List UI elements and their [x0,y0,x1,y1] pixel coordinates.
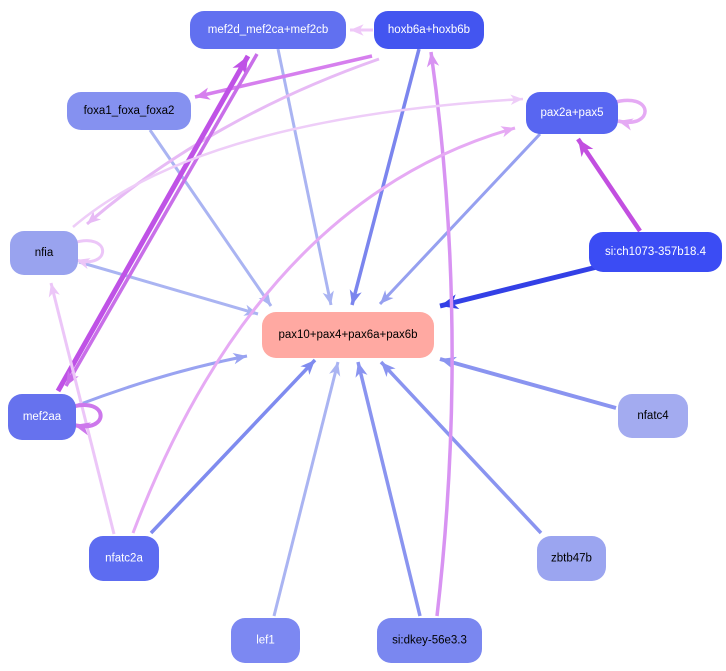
node-shape-center[interactable] [262,312,434,358]
node-shape-sidkey[interactable] [377,618,482,663]
edge-line [64,53,259,387]
node-mef2aa[interactable]: mef2aa [8,394,76,440]
edge-line [350,48,421,306]
edge-line [49,282,116,535]
edge-arrowhead [232,56,248,76]
node-zbtb47b[interactable]: zbtb47b [537,536,606,581]
edge-lef1-to-center [272,361,341,617]
edge-line [276,48,333,306]
node-hoxb6a[interactable]: hoxb6a+hoxb6b [374,11,484,49]
node-shape-mef2d[interactable] [190,11,346,49]
edge-arrowhead [258,291,271,306]
edge-arrowhead [300,360,315,375]
edge-mef2aa-to-mef2d [55,54,251,393]
self-loop-pax2a [611,98,647,131]
edge-line [86,57,380,226]
node-shape-lef1[interactable] [231,618,300,663]
edge-arrowhead [578,139,594,157]
node-shape-foxa1[interactable] [67,92,191,130]
edge-nfatc2a-to-nfia [48,282,116,535]
node-nfatc2a[interactable]: nfatc2a [89,536,159,581]
edge-arrowhead [48,283,60,298]
edge-nfatc2a-to-center [149,358,317,535]
edge-line [77,354,248,407]
node-sich1073[interactable]: si:ch1073-357b18.4 [589,232,722,272]
edge-line [55,54,251,393]
edge-line [149,358,317,535]
node-shape-sich1073[interactable] [589,232,722,272]
edge-line [439,357,617,410]
node-shape-hoxb6a[interactable] [374,11,484,49]
edge-arrowhead [500,126,515,138]
edge-hoxb6a-to-foxa1 [194,54,373,100]
edge-line [78,260,259,316]
edge-arrowhead [618,118,634,131]
edge-line [272,361,340,617]
node-sidkey[interactable]: si:dkey-56e3.3 [377,618,482,663]
edge-arrowhead [349,289,362,305]
node-lef1[interactable]: lef1 [231,618,300,663]
edge-line [379,360,543,535]
edge-arrowhead [66,370,79,386]
edge-arrowhead [87,210,102,224]
edge-line [378,132,542,306]
node-shape-nfia[interactable] [10,231,78,275]
edge-arrowhead [76,258,91,270]
edge-line [131,126,516,534]
node-layer: mef2d_mef2ca+mef2cb hoxb6a+hoxb6b foxa1_fo… [8,11,722,663]
edge-nfia-to-pax2a [72,94,524,228]
self-loop-nfia [72,239,104,270]
edge-arrowhead [329,362,341,377]
edge-arrowhead [381,362,396,377]
edge-arrowhead [232,352,247,365]
edge-line [148,129,273,307]
node-foxa1[interactable]: foxa1_foxa_foxa2 [67,92,191,130]
edge-nfia-to-center [78,260,259,316]
node-shape-pax2a[interactable] [526,92,618,134]
edge-arrowhead [355,362,368,378]
edge-pax2a-to-center [378,132,542,306]
edge-arrowhead [195,87,211,100]
edge-arrowhead [510,94,523,105]
edge-arrowhead [350,24,364,36]
edge-mef2aa-to-center [77,352,248,407]
self-loop-mef2aa [70,403,103,436]
edge-arrowhead [426,52,440,68]
edge-nfatc2a-to-pax2a [131,126,516,534]
edge-arrowhead [380,290,394,304]
edge-hoxb6a-to-mef2d [350,24,373,36]
edge-nfatc4-to-center [439,356,617,410]
edge-mef2d-to-center [276,48,334,306]
edge-layer [48,24,647,617]
edge-arrowhead [440,294,460,309]
edge-zbtb47b-to-center [379,360,543,535]
edge-sidkey-to-center [355,361,422,617]
edge-arrowhead [322,290,334,305]
edge-line [439,264,598,309]
edge-line [72,97,524,228]
edge-line [356,361,422,617]
edge-sich1073-to-center [439,264,598,309]
node-shape-mef2aa[interactable] [8,394,76,440]
edge-sich1073-to-pax2a [576,137,642,233]
node-shape-nfatc4[interactable] [618,394,688,438]
node-nfia[interactable]: nfia [10,231,78,275]
node-shape-nfatc2a[interactable] [89,536,159,581]
edge-hoxb6a-to-nfia [86,57,380,226]
edge-arrowhead [74,422,91,436]
node-shape-zbtb47b[interactable] [537,536,606,581]
edge-sidkey-to-hoxb6a [426,51,454,617]
node-pax2a[interactable]: pax2a+pax5 [526,92,618,134]
node-nfatc4[interactable]: nfatc4 [618,394,688,438]
edge-line [576,137,642,233]
edge-arrowhead [243,304,258,316]
edge-line [429,51,454,617]
edge-hoxb6a-to-center [349,48,421,306]
node-center[interactable]: pax10+pax4+pax6a+pax6b [262,312,434,358]
edge-line [194,54,373,99]
node-mef2d[interactable]: mef2d_mef2ca+mef2cb [190,11,346,49]
edge-mef2d-to-mef2aa [64,53,259,387]
edge-foxa1-to-center [148,129,273,307]
